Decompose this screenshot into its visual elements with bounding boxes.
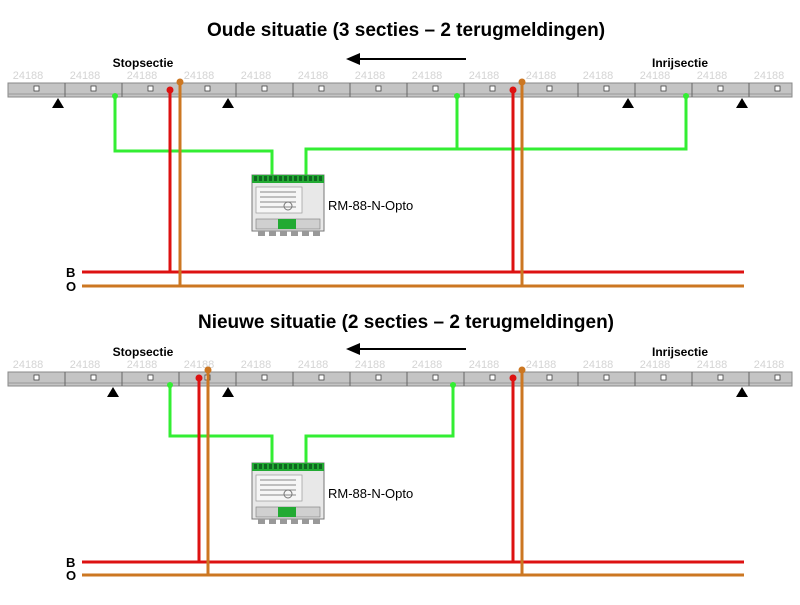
track-part-label: 24188 <box>13 70 44 82</box>
track-part-labels: 24188 24188 24188 24188 24188 24188 24188 24188… <box>13 359 785 371</box>
track-part-label: 24188 <box>526 70 557 82</box>
track-part-label: 24188 <box>697 359 728 371</box>
track-part-label: 24188 <box>298 359 329 371</box>
diagram-title: Nieuwe situatie (2 secties – 2 terugmeld… <box>198 312 614 333</box>
feedback-module-icon <box>251 174 325 236</box>
track-part-label: 24188 <box>640 359 671 371</box>
track-part-label: 24188 <box>355 70 386 82</box>
track-part-label: 24188 <box>583 359 614 371</box>
section-label-entry: Inrijsectie <box>652 56 708 70</box>
wire-label-o: O <box>66 568 76 583</box>
track-part-label: 24188 <box>469 70 500 82</box>
track-part-label: 24188 <box>70 70 101 82</box>
isolator-icon <box>222 98 234 108</box>
feedback-wiring <box>113 96 688 178</box>
isolator-icon <box>736 98 748 108</box>
track-part-label: 24188 <box>241 70 272 82</box>
wire-label-o: O <box>66 279 76 294</box>
wire-label-b: B <box>66 265 75 280</box>
track-rail <box>7 82 793 98</box>
isolator-icon <box>622 98 634 108</box>
track-part-labels: 24188 24188 24188 24188 24188 24188 24188 24188… <box>13 70 785 82</box>
track-part-label: 24188 <box>184 70 215 82</box>
isolator-icon <box>107 387 119 397</box>
direction-arrow <box>346 53 466 65</box>
track-part-label: 24188 <box>13 359 44 371</box>
track-part-label: 24188 <box>412 70 443 82</box>
track-part-label: 24188 <box>127 70 158 82</box>
track-part-label: 24188 <box>241 359 272 371</box>
track-part-label: 24188 <box>412 359 443 371</box>
wire-label-b: B <box>66 555 75 570</box>
module-label: RM-88-N-Opto <box>328 198 413 213</box>
feedback-wiring <box>168 385 455 466</box>
track-part-label: 24188 <box>298 70 329 82</box>
section-label-entry: Inrijsectie <box>652 345 708 359</box>
track-part-label: 24188 <box>754 359 785 371</box>
track-part-label: 24188 <box>583 70 614 82</box>
track-part-label: 24188 <box>697 70 728 82</box>
track-part-label: 24188 <box>754 70 785 82</box>
diagram-title: Oude situatie (3 secties – 2 terugmeldin… <box>207 20 605 41</box>
power-wiring <box>82 370 744 577</box>
track-part-label: 24188 <box>127 359 158 371</box>
diagram-old: Oude situatie (3 secties – 2 terugmeldin… <box>7 20 793 294</box>
section-label-stop: Stopsectie <box>113 56 174 70</box>
isolator-icon <box>52 98 64 108</box>
diagram-new: Nieuwe situatie (2 secties – 2 terugmeld… <box>7 312 793 583</box>
track-part-label: 24188 <box>526 359 557 371</box>
track-part-label: 24188 <box>355 359 386 371</box>
power-wiring <box>82 82 744 288</box>
track-part-label: 24188 <box>70 359 101 371</box>
track-rail <box>7 371 793 387</box>
module-label: RM-88-N-Opto <box>328 486 413 501</box>
isolator-icon <box>222 387 234 397</box>
direction-arrow <box>346 343 466 355</box>
feedback-module-icon <box>251 462 325 524</box>
section-label-stop: Stopsectie <box>113 345 174 359</box>
track-part-label: 24188 <box>640 70 671 82</box>
track-part-label: 24188 <box>469 359 500 371</box>
isolator-icon <box>736 387 748 397</box>
